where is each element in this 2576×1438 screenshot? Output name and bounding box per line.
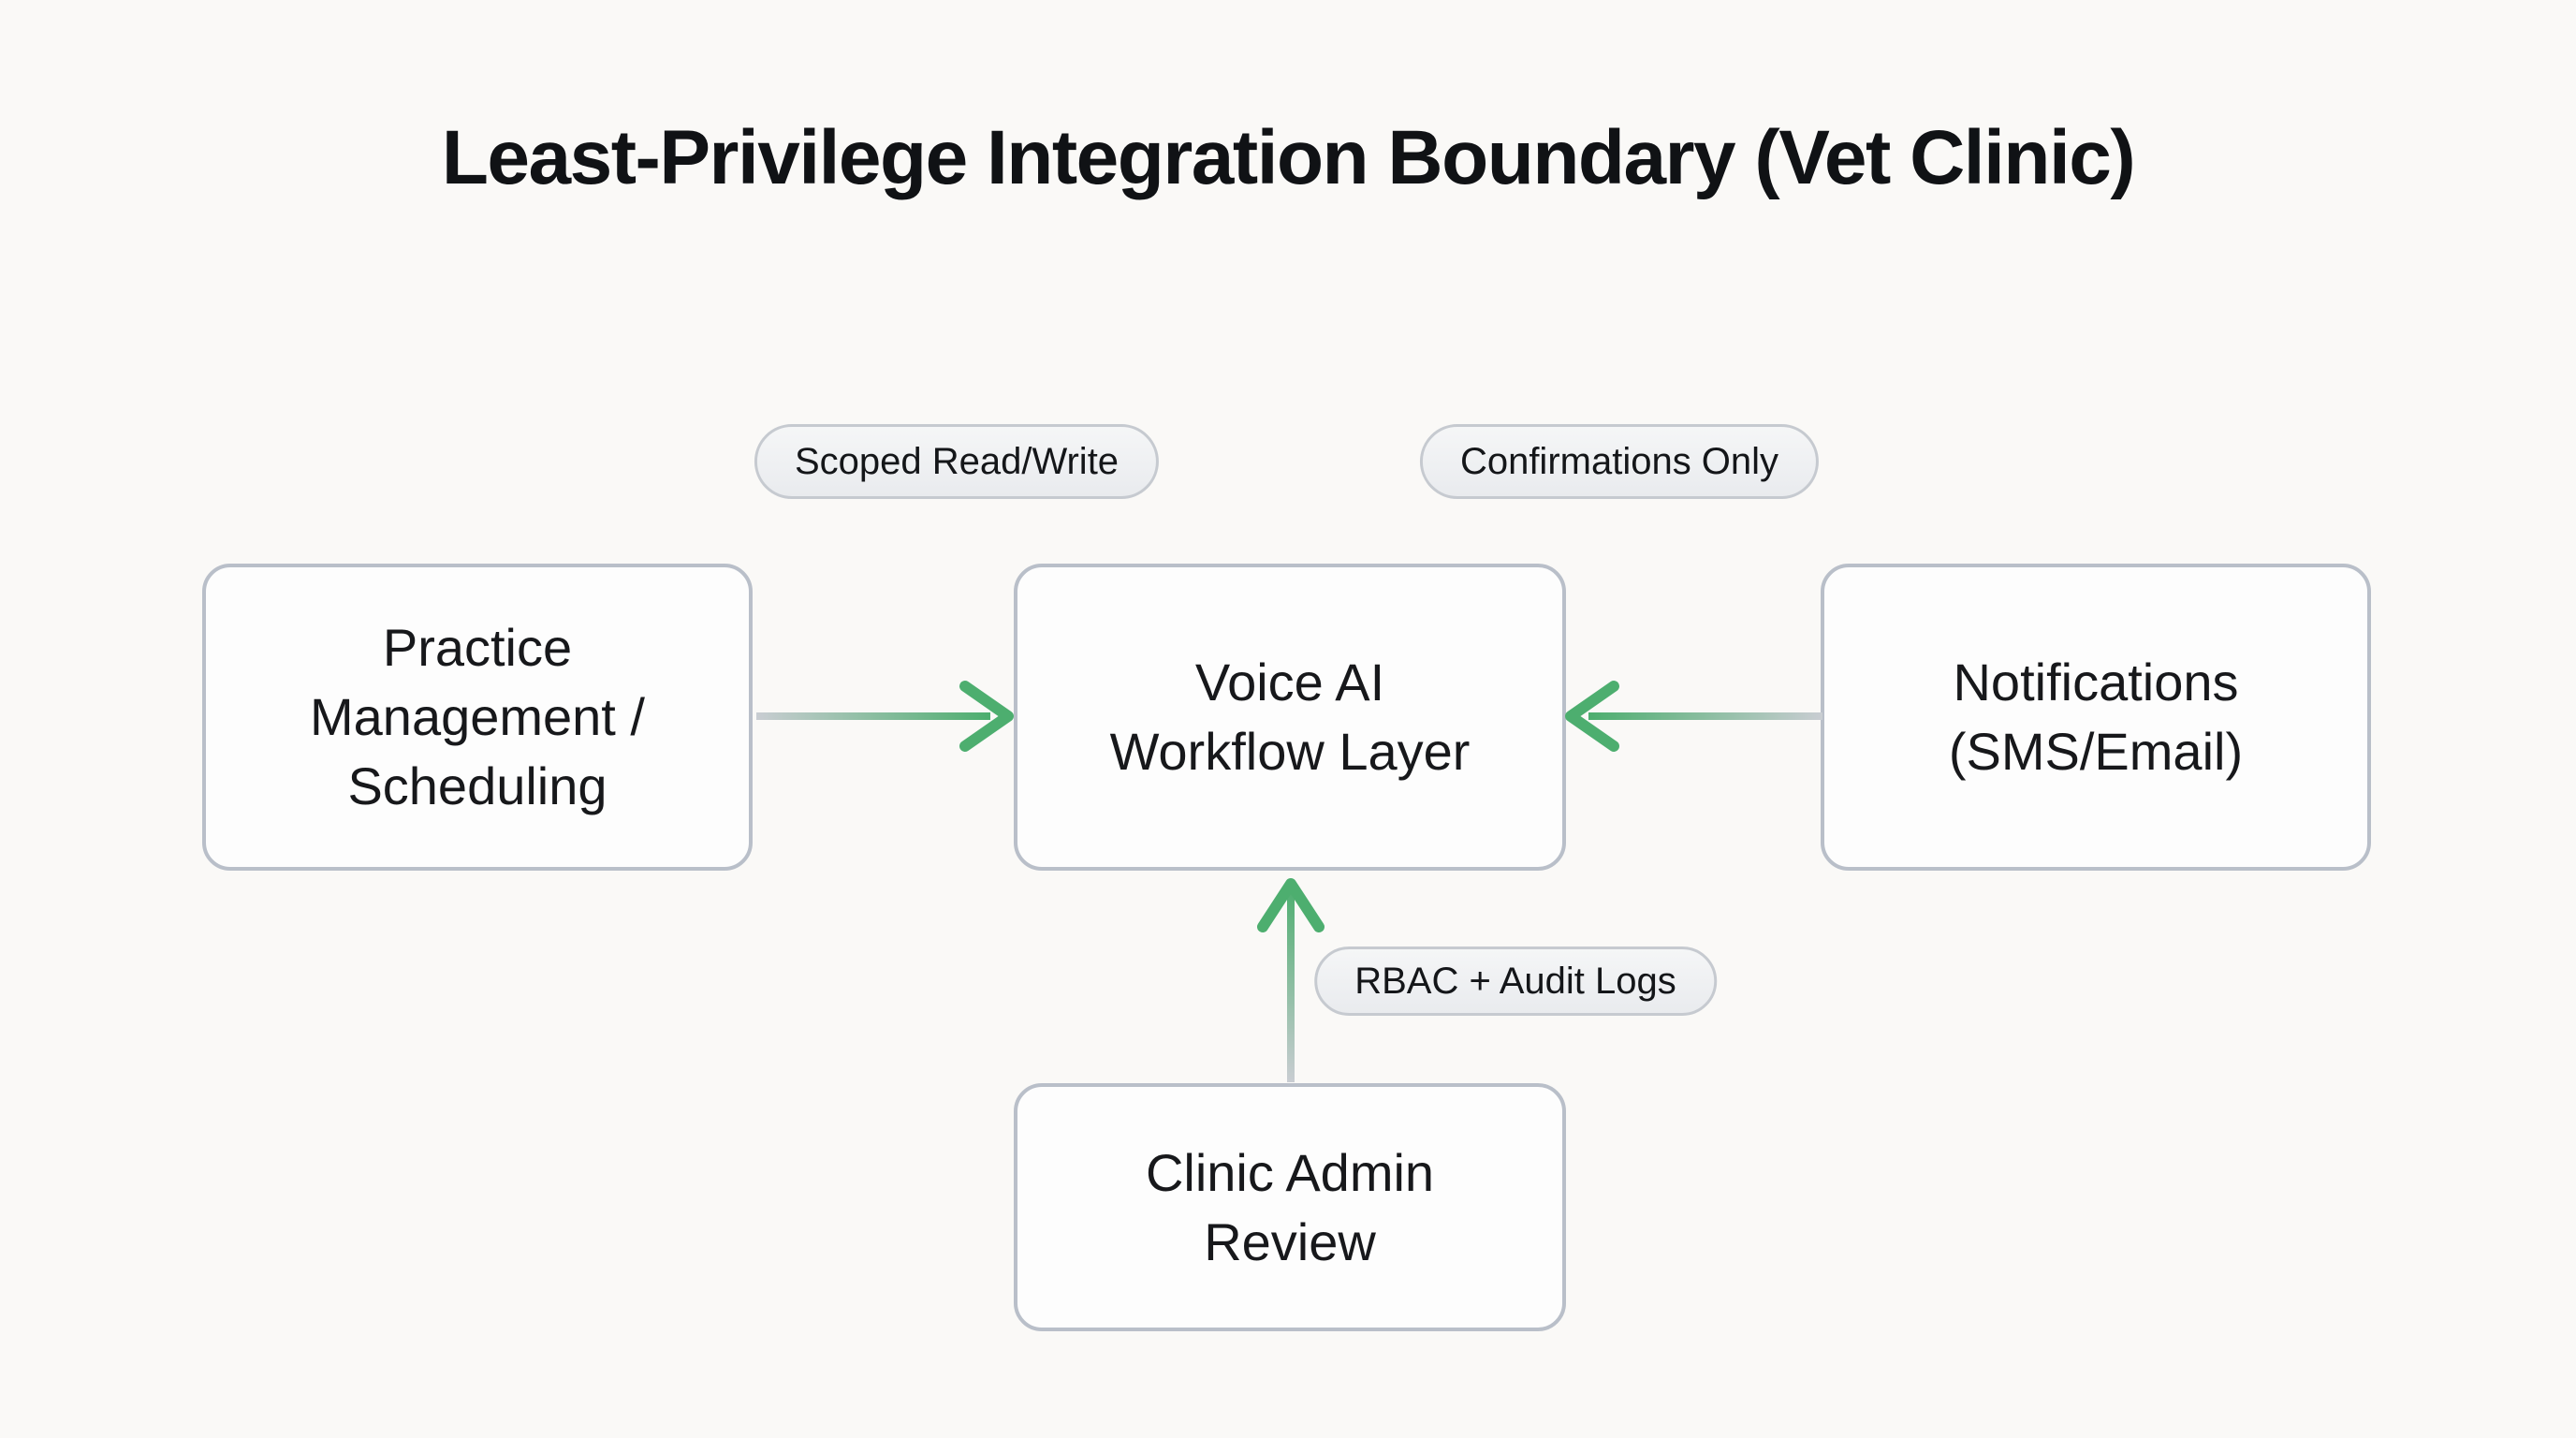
node-voice-ai-workflow-layer: Voice AI Workflow Layer xyxy=(1014,564,1566,871)
arrow-left-icon xyxy=(1565,681,1822,752)
node-clinic-admin-review: Clinic Admin Review xyxy=(1014,1083,1566,1331)
arrow-right-icon xyxy=(756,681,1014,752)
node-label-line: Clinic Admin xyxy=(1145,1142,1435,1202)
node-label-line: Notifications xyxy=(1953,653,2239,712)
page-title: Least-Privilege Integration Boundary (Ve… xyxy=(441,115,2136,200)
arrow-up-icon xyxy=(1257,878,1325,1082)
node-notifications-sms-email: Notifications (SMS/Email) xyxy=(1821,564,2371,871)
node-label-line: Review xyxy=(1204,1211,1376,1271)
node-label-line: Scheduling xyxy=(347,756,607,815)
edge-label-confirmations-only: Confirmations Only xyxy=(1419,424,1820,499)
node-label-line: Voice AI xyxy=(1194,653,1385,712)
node-label-line: Practice xyxy=(382,618,573,678)
node-practice-management-scheduling: Practice Management / Scheduling xyxy=(202,564,753,871)
node-label-line: (SMS/Email) xyxy=(1948,722,2244,781)
edge-label-rbac-audit-logs: RBAC + Audit Logs xyxy=(1314,946,1717,1016)
edge-label-scoped-read-write: Scoped Read/Write xyxy=(754,424,1160,499)
node-label-line: Management / xyxy=(310,687,645,747)
node-label-line: Workflow Layer xyxy=(1109,722,1471,781)
